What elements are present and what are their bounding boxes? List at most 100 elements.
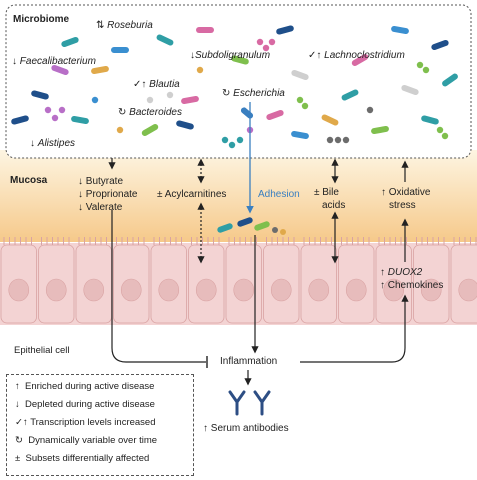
cell-nucleus: [8, 278, 30, 302]
bacterium-rod: [61, 36, 79, 48]
legend-text: Depleted during active disease: [25, 399, 155, 410]
cell-nucleus: [308, 278, 330, 302]
legend-symbol: ✓↑: [15, 417, 28, 428]
legend-symbol: ↓: [15, 399, 20, 410]
taxon-symbol: ⇅: [96, 20, 105, 31]
bacteria-cluster: [11, 25, 458, 235]
antibody-icon: [228, 390, 246, 416]
taxon-name: Faecalibacterium: [19, 56, 96, 67]
taxon-name: Blautia: [149, 79, 180, 90]
taxon-symbol: ↓: [12, 56, 17, 67]
legend-text: Enriched during active disease: [25, 381, 155, 392]
bacterium-rod: [231, 55, 249, 65]
taxon-name: Alistipes: [37, 138, 76, 149]
taxon-name: Roseburia: [107, 20, 153, 31]
legend: ↑ Enriched during active disease ↓ Deple…: [6, 374, 194, 476]
bacterium-rod: [276, 25, 294, 35]
serum-antibodies-label: ↑ Serum antibodies: [203, 423, 289, 434]
bacterium-coccus: [221, 136, 229, 144]
legend-symbol: ↻: [15, 435, 23, 446]
taxon-symbol: ↓: [30, 138, 35, 149]
cell-nucleus: [83, 278, 105, 302]
mucosa-band: [0, 150, 477, 242]
bacterium-coccus: [51, 114, 59, 122]
cell-nucleus: [345, 278, 367, 302]
bacterium-rod: [11, 115, 29, 125]
bacterium-coccus: [236, 136, 244, 144]
cell-nucleus: [383, 278, 405, 302]
legend-row-variable: ↻ Dynamically variable over time: [15, 435, 157, 447]
duox2-name: DUOX2: [387, 267, 423, 278]
bacterium-coccus: [436, 126, 444, 134]
bacterium-coccus: [116, 126, 124, 134]
microbiome-box: [5, 4, 472, 159]
acids-label: acids: [322, 200, 346, 211]
bacterium-coccus: [416, 61, 424, 69]
bacterium-coccus: [58, 106, 66, 114]
bile-label: ± Bile: [314, 187, 339, 198]
legend-symbol: ±: [15, 453, 21, 464]
adherent-coccus: [280, 229, 286, 235]
taxon-symbol: ✓↑: [133, 79, 147, 90]
bacterium-coccus: [366, 106, 374, 114]
bacterium-rod: [156, 34, 174, 46]
stress-label: stress: [389, 200, 416, 211]
taxon-blautia: ✓↑ Blautia: [133, 79, 180, 91]
bacterium-coccus: [422, 66, 430, 74]
taxon-name: Lachnoclostridium: [324, 50, 405, 61]
legend-symbol: ↑: [15, 381, 20, 392]
taxon-alistipes: ↓ Alistipes: [30, 138, 75, 150]
bacterium-coccus: [268, 38, 276, 46]
cell-nucleus: [120, 278, 142, 302]
adhesion-label: Adhesion: [258, 189, 300, 200]
duox2-label: ↑ DUOX2: [380, 267, 422, 279]
bacterium-coccus: [441, 132, 449, 140]
bacterium-rod: [181, 95, 199, 105]
bacterium-rod: [51, 64, 69, 76]
legend-row-enriched: ↑ Enriched during active disease: [15, 381, 154, 393]
bacterium-rod: [141, 124, 159, 136]
adherent-bacterium: [217, 223, 233, 233]
antibody-shape: [253, 390, 271, 416]
epithelial-cell-label: Epithelial cell: [14, 345, 70, 356]
legend-text: Dynamically variable over time: [28, 435, 158, 446]
cell-nucleus: [195, 278, 217, 302]
butyrate-label: ↓ Butyrate: [78, 176, 124, 187]
taxon-symbol: ↓: [190, 50, 195, 61]
bacterium-coccus: [166, 91, 174, 99]
adherent-coccus: [272, 227, 278, 233]
bacterium-rod: [391, 25, 409, 35]
bacterium-rod: [71, 115, 89, 125]
adherent-bacterium: [237, 217, 253, 227]
bacterium-coccus: [301, 102, 309, 110]
bacterium-rod: [421, 115, 439, 125]
duox2-symbol: ↑: [380, 267, 388, 278]
antibody-shape: [228, 390, 246, 416]
bacterium-coccus: [262, 44, 270, 52]
taxon-symbol: ↻: [118, 107, 127, 118]
legend-row-depleted: ↓ Depleted during active disease: [15, 399, 155, 411]
bacterium-rod: [31, 90, 49, 100]
bacterium-coccus: [91, 96, 99, 104]
bacterium-rod: [431, 39, 449, 51]
bacterium-rod: [371, 125, 389, 135]
bacterium-coccus: [256, 38, 264, 46]
taxon-name: Bacteroides: [129, 107, 182, 118]
bacterium-coccus: [334, 136, 342, 144]
bacterium-rod: [291, 69, 309, 81]
chemokines-label: ↑ Chemokines: [380, 280, 444, 291]
taxon-lachnoclostridium: ✓↑ Lachnoclostridium: [308, 50, 405, 62]
bacterium-coccus: [342, 136, 350, 144]
bacterium-rod: [196, 27, 214, 33]
bacterium-coccus: [228, 141, 236, 149]
taxon-symbol: ↻: [222, 88, 231, 99]
taxon-bacteroides: ↻ Bacteroides: [118, 107, 182, 119]
acylcarnitines-label: ± Acylcarnitines: [157, 189, 227, 200]
bacterium-rod: [111, 47, 129, 53]
bacterium-rod: [91, 65, 109, 75]
bacterium-rod: [341, 89, 359, 101]
legend-row-transcription: ✓↑ Transcription levels increased: [15, 417, 156, 429]
taxon-subdoligranulum: ↓Subdoligranulum: [190, 50, 270, 62]
